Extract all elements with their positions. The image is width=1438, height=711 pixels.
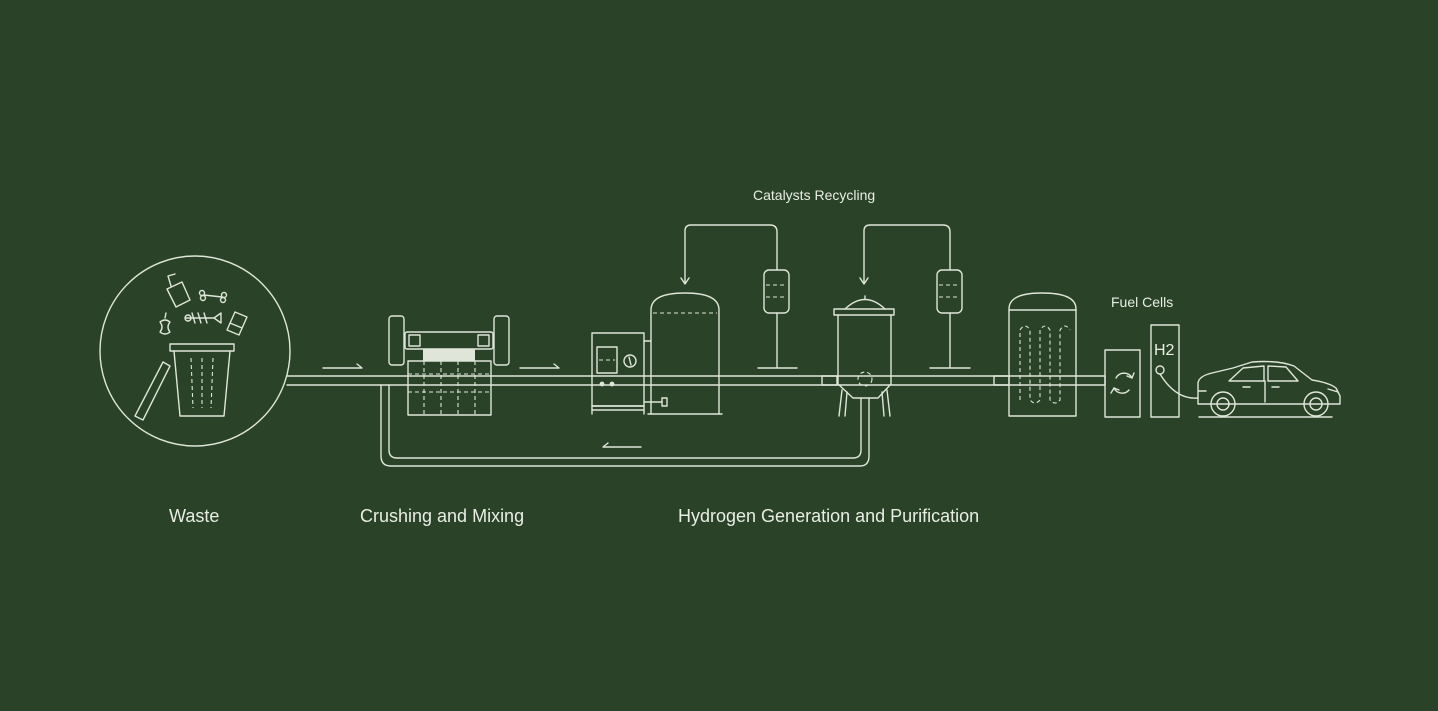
waste-bin-illustration: [99, 255, 291, 447]
purification-tank: [993, 292, 1077, 417]
label-catalysts-recycling: Catalysts Recycling: [753, 187, 876, 203]
label-crushing-mixing: Crushing and Mixing: [360, 506, 525, 526]
label-h2: H2: [1154, 342, 1175, 359]
main-pipeline: [286, 375, 1106, 386]
label-hydrogen-generation: Hydrogen Generation and Purification: [678, 506, 980, 526]
h2-dispenser: [1150, 324, 1199, 418]
reactor-tank: [643, 292, 723, 415]
catalyst-loop-1: [680, 224, 798, 369]
flow-arrows: [322, 363, 642, 448]
separation-vessel: [821, 295, 895, 417]
return-loop-pipe: [380, 384, 870, 467]
label-fuel-cells: Fuel Cells: [1111, 294, 1174, 310]
catalyst-loop-2: [859, 224, 971, 369]
fuel-cell-unit: [1104, 349, 1141, 418]
reactor-control-unit: [591, 332, 645, 415]
crusher-machine: [388, 315, 510, 416]
car-illustration: [1197, 360, 1341, 418]
label-waste: Waste: [169, 506, 220, 526]
